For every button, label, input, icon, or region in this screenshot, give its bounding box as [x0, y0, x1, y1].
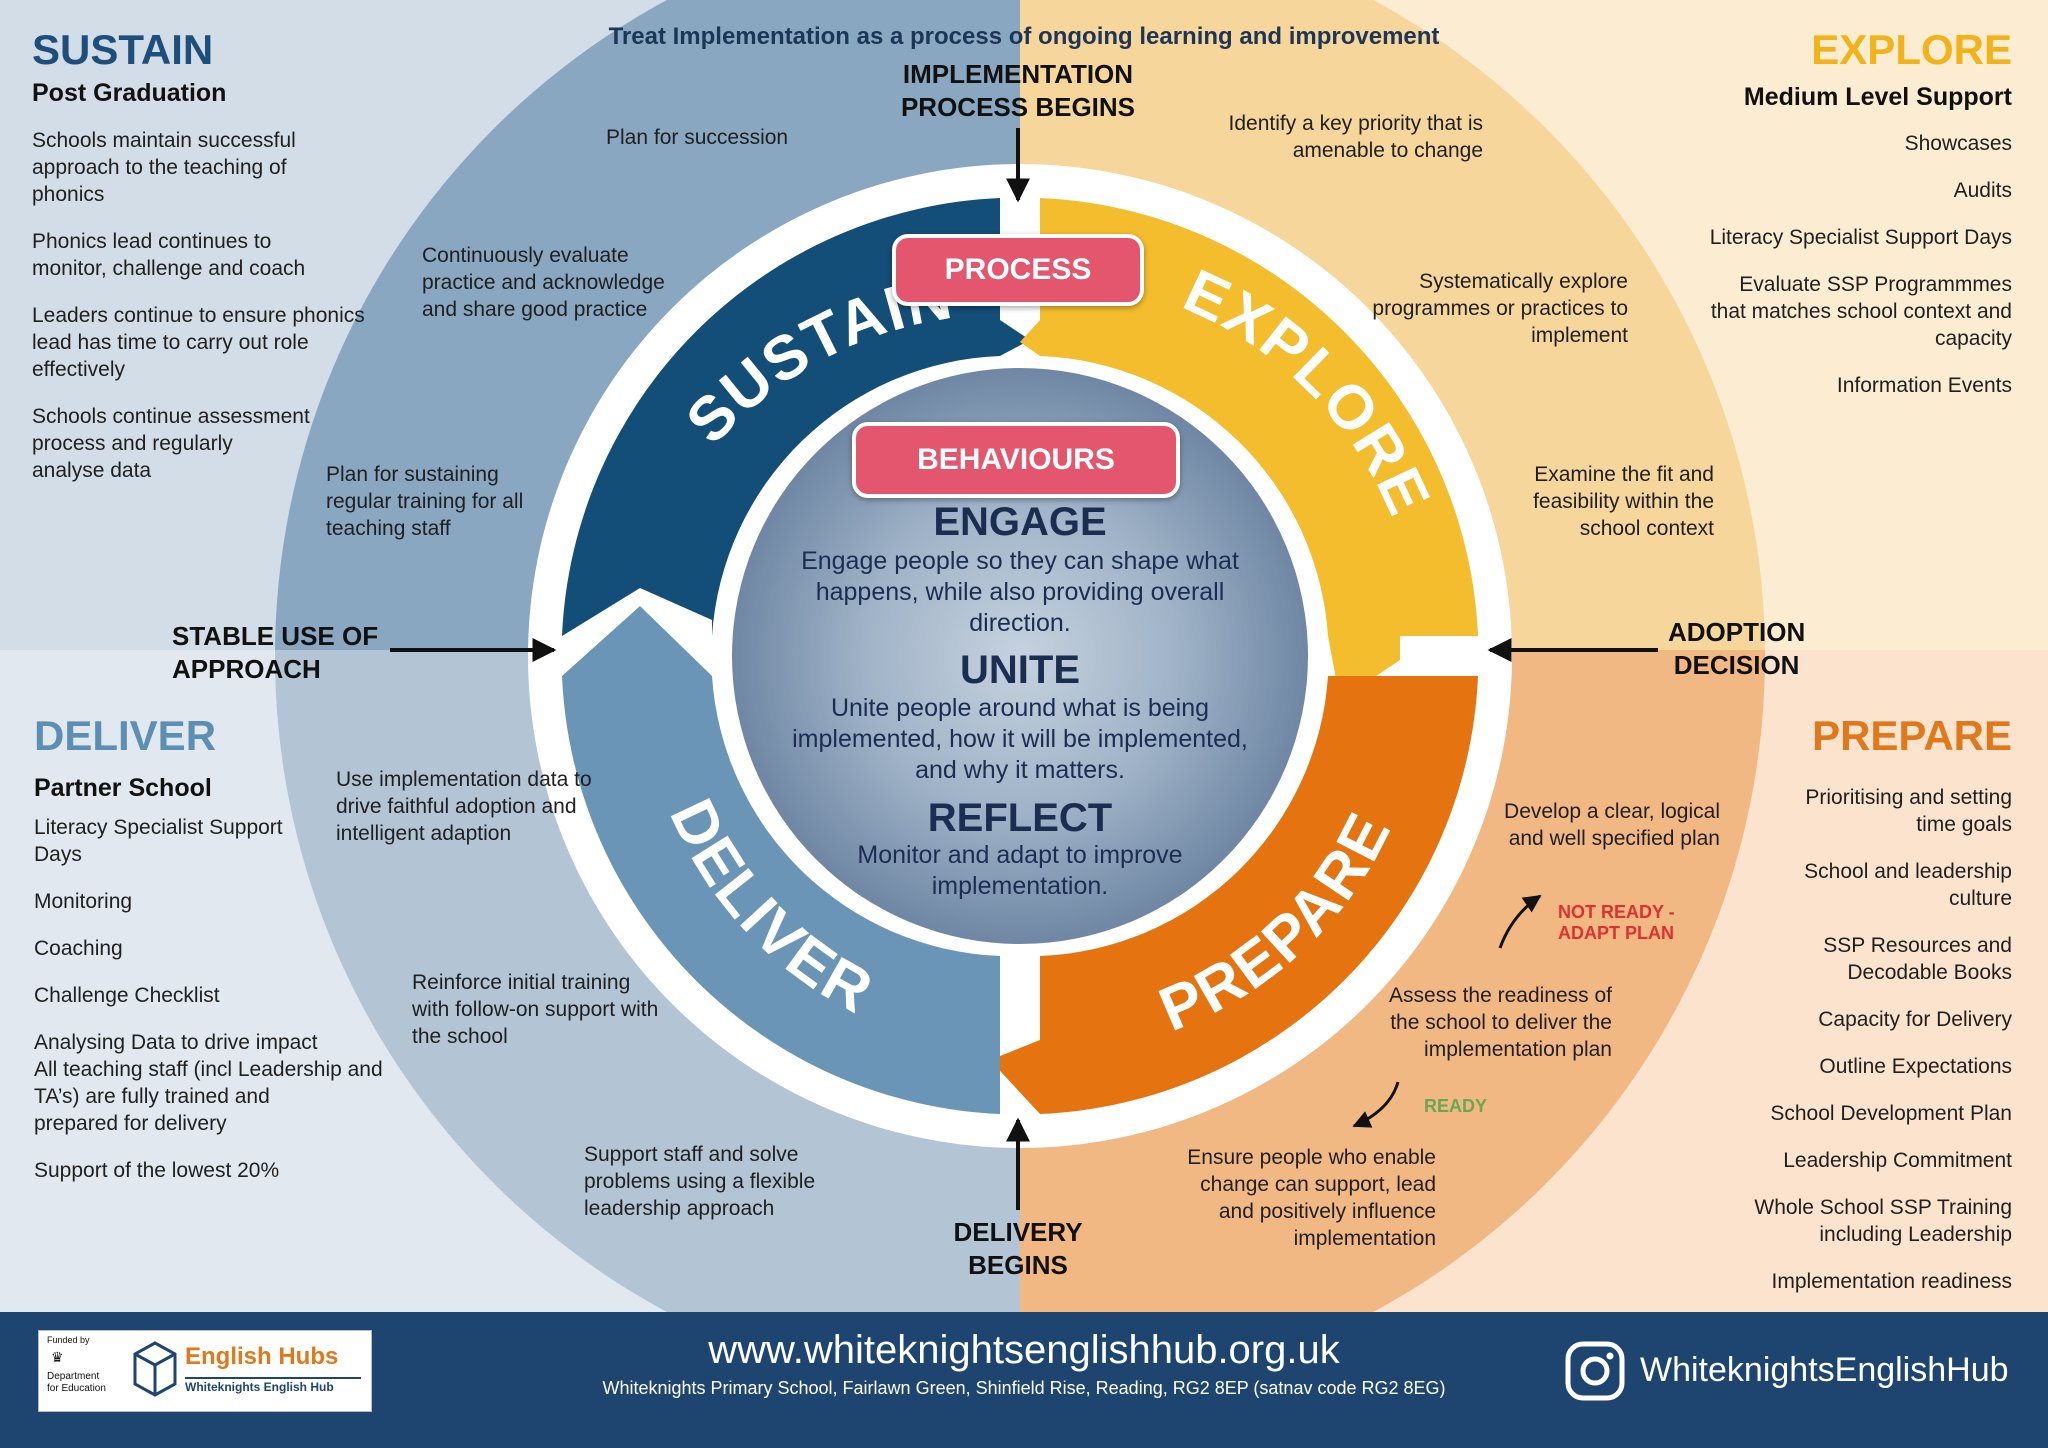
deliver-item: Literacy Specialist Support Days — [34, 816, 283, 866]
explore-item: Literacy Specialist Support Days — [1709, 226, 2012, 249]
prepare-item: Leadership Commitment — [1783, 1149, 2012, 1172]
explore-item: Audits — [1953, 179, 2012, 202]
footer-address: Whiteknights Primary School, Fairlawn Gr… — [602, 1378, 1446, 1398]
sustain-item: Phonics lead continues to monitor, chall… — [32, 230, 306, 280]
prepare-item: Implementation readiness — [1771, 1270, 2012, 1293]
english-hubs-logo: Funded by ♛ Department for Education Eng… — [38, 1330, 372, 1412]
prepare-item: SSP Resources and Decodable Books — [1823, 934, 2012, 984]
unite-text: Unite people around what is being implem… — [792, 694, 1248, 784]
logo-whiteknights: Whiteknights English Hub — [185, 1377, 361, 1395]
engage-heading: ENGAGE — [933, 500, 1107, 544]
logo-dfe: Department for Education — [47, 1371, 106, 1394]
center-disc — [732, 368, 1308, 944]
explore-title: EXPLORE — [1811, 26, 2012, 73]
prepare-ring-note: Develop a clear, logical and well specif… — [1504, 800, 1720, 850]
deliver-item: Analysing Data to drive impact All teach… — [34, 1031, 383, 1135]
prepare-item: Capacity for Delivery — [1818, 1008, 2012, 1031]
explore-subtitle: Medium Level Support — [1743, 83, 2012, 111]
implementation-cycle-diagram: SUSTAIN EXPLORE DELIVER PREPARE — [0, 0, 2048, 1312]
not-ready-label: NOT READY - ADAPT PLAN — [1558, 902, 1675, 943]
explore-item: Information Events — [1836, 374, 2012, 397]
footer-url[interactable]: www.whiteknightsenglishhub.org.uk — [708, 1328, 1340, 1372]
prepare-item: Outline Expectations — [1819, 1055, 2012, 1078]
logo-funded-by: Funded by — [47, 1335, 90, 1345]
process-pill: PROCESS — [892, 234, 1144, 306]
hub-cube-icon — [133, 1341, 177, 1397]
sustain-subtitle: Post Graduation — [32, 79, 227, 107]
stable-use-label: STABLE USE OF APPROACH — [172, 621, 379, 684]
sustain-ring-note: Plan for succession — [606, 126, 789, 149]
deliver-subtitle: Partner School — [34, 774, 212, 802]
sustain-ring-segment — [562, 198, 1030, 636]
sustain-item: Schools continue assessment process and … — [32, 405, 310, 482]
explore-ring-note: Identify a key priority that is amenable… — [1228, 112, 1483, 162]
deliver-item: Monitoring — [34, 890, 133, 913]
deliver-list: Literacy Specialist Support Days Monitor… — [34, 814, 434, 1204]
instagram-handle[interactable]: WhiteknightsEnglishHub — [1640, 1351, 2009, 1389]
dfe-crest-icon: ♛ — [51, 1349, 64, 1365]
explore-item: Showcases — [1904, 132, 2012, 155]
deliver-ring-note: Use implementation data to drive faithfu… — [336, 768, 592, 845]
engage-text: Engage people so they can shape what hap… — [801, 547, 1239, 637]
explore-ring-segment — [1020, 198, 1478, 700]
sustain-item: Schools maintain successful approach to … — [32, 129, 296, 206]
sustain-title: SUSTAIN — [32, 26, 214, 73]
explore-ring-note: Examine the fit and feasibility within t… — [1533, 463, 1714, 540]
adoption-decision-label: ADOPTION DECISION — [1668, 617, 1806, 680]
sustain-ring-note: Continuously evaluate practice and ackno… — [422, 244, 665, 321]
prepare-ring-segment — [990, 676, 1478, 1114]
implementation-begins-label: IMPLEMENTATION PROCESS BEGINS — [900, 59, 1136, 122]
prepare-item: Whole School SSP Training including Lead… — [1754, 1196, 2012, 1246]
arrow-ready — [1352, 1081, 1400, 1128]
reflect-text: Monitor and adapt to improve implementat… — [857, 841, 1183, 900]
top-title: Treat Implementation as a process of ong… — [608, 23, 1440, 50]
unite-heading: UNITE — [960, 648, 1080, 692]
logo-english-hubs: English Hubs — [185, 1343, 339, 1370]
deliver-ring-note: Reinforce initial training with follow-o… — [412, 971, 659, 1048]
deliver-item: Challenge Checklist — [34, 984, 220, 1007]
behaviours-pill: BEHAVIOURS — [852, 422, 1180, 498]
prepare-item: Prioritising and setting time goals — [1805, 786, 2012, 836]
instagram-icon[interactable] — [1564, 1340, 1626, 1402]
explore-list: Showcases Audits Literacy Specialist Sup… — [1592, 130, 2012, 419]
explore-item: Evaluate SSP Programmmes that matches sc… — [1710, 273, 2012, 350]
explore-ring-note: Systematically explore programmes or pra… — [1372, 270, 1628, 347]
delivery-begins-label: DELIVERY BEGINS — [953, 1217, 1083, 1280]
prepare-ring-note: Ensure people who enable change can supp… — [1187, 1146, 1436, 1250]
arrow-not-ready — [1498, 894, 1542, 949]
deliver-ring-note: Support staff and solve problems using a… — [584, 1143, 816, 1220]
prepare-list: Prioritising and setting time goals Scho… — [1612, 784, 2012, 1315]
sustain-ring-note: Plan for sustaining regular training for… — [326, 463, 524, 540]
prepare-item: School and leadership culture — [1804, 860, 2012, 910]
prepare-title: PREPARE — [1812, 712, 2012, 759]
sustain-item: Leaders continue to ensure phonics lead … — [32, 304, 365, 381]
prepare-item: School Development Plan — [1770, 1102, 2012, 1125]
sustain-list: Schools maintain successful approach to … — [32, 127, 412, 504]
deliver-item: Coaching — [34, 937, 123, 960]
deliver-ring-segment — [562, 606, 1000, 1114]
prepare-ring-note: Assess the readiness of the school to de… — [1389, 984, 1612, 1061]
deliver-item: Support of the lowest 20% — [34, 1159, 280, 1182]
reflect-heading: REFLECT — [927, 796, 1113, 840]
deliver-title: DELIVER — [34, 712, 217, 759]
ready-label: READY — [1424, 1096, 1488, 1116]
